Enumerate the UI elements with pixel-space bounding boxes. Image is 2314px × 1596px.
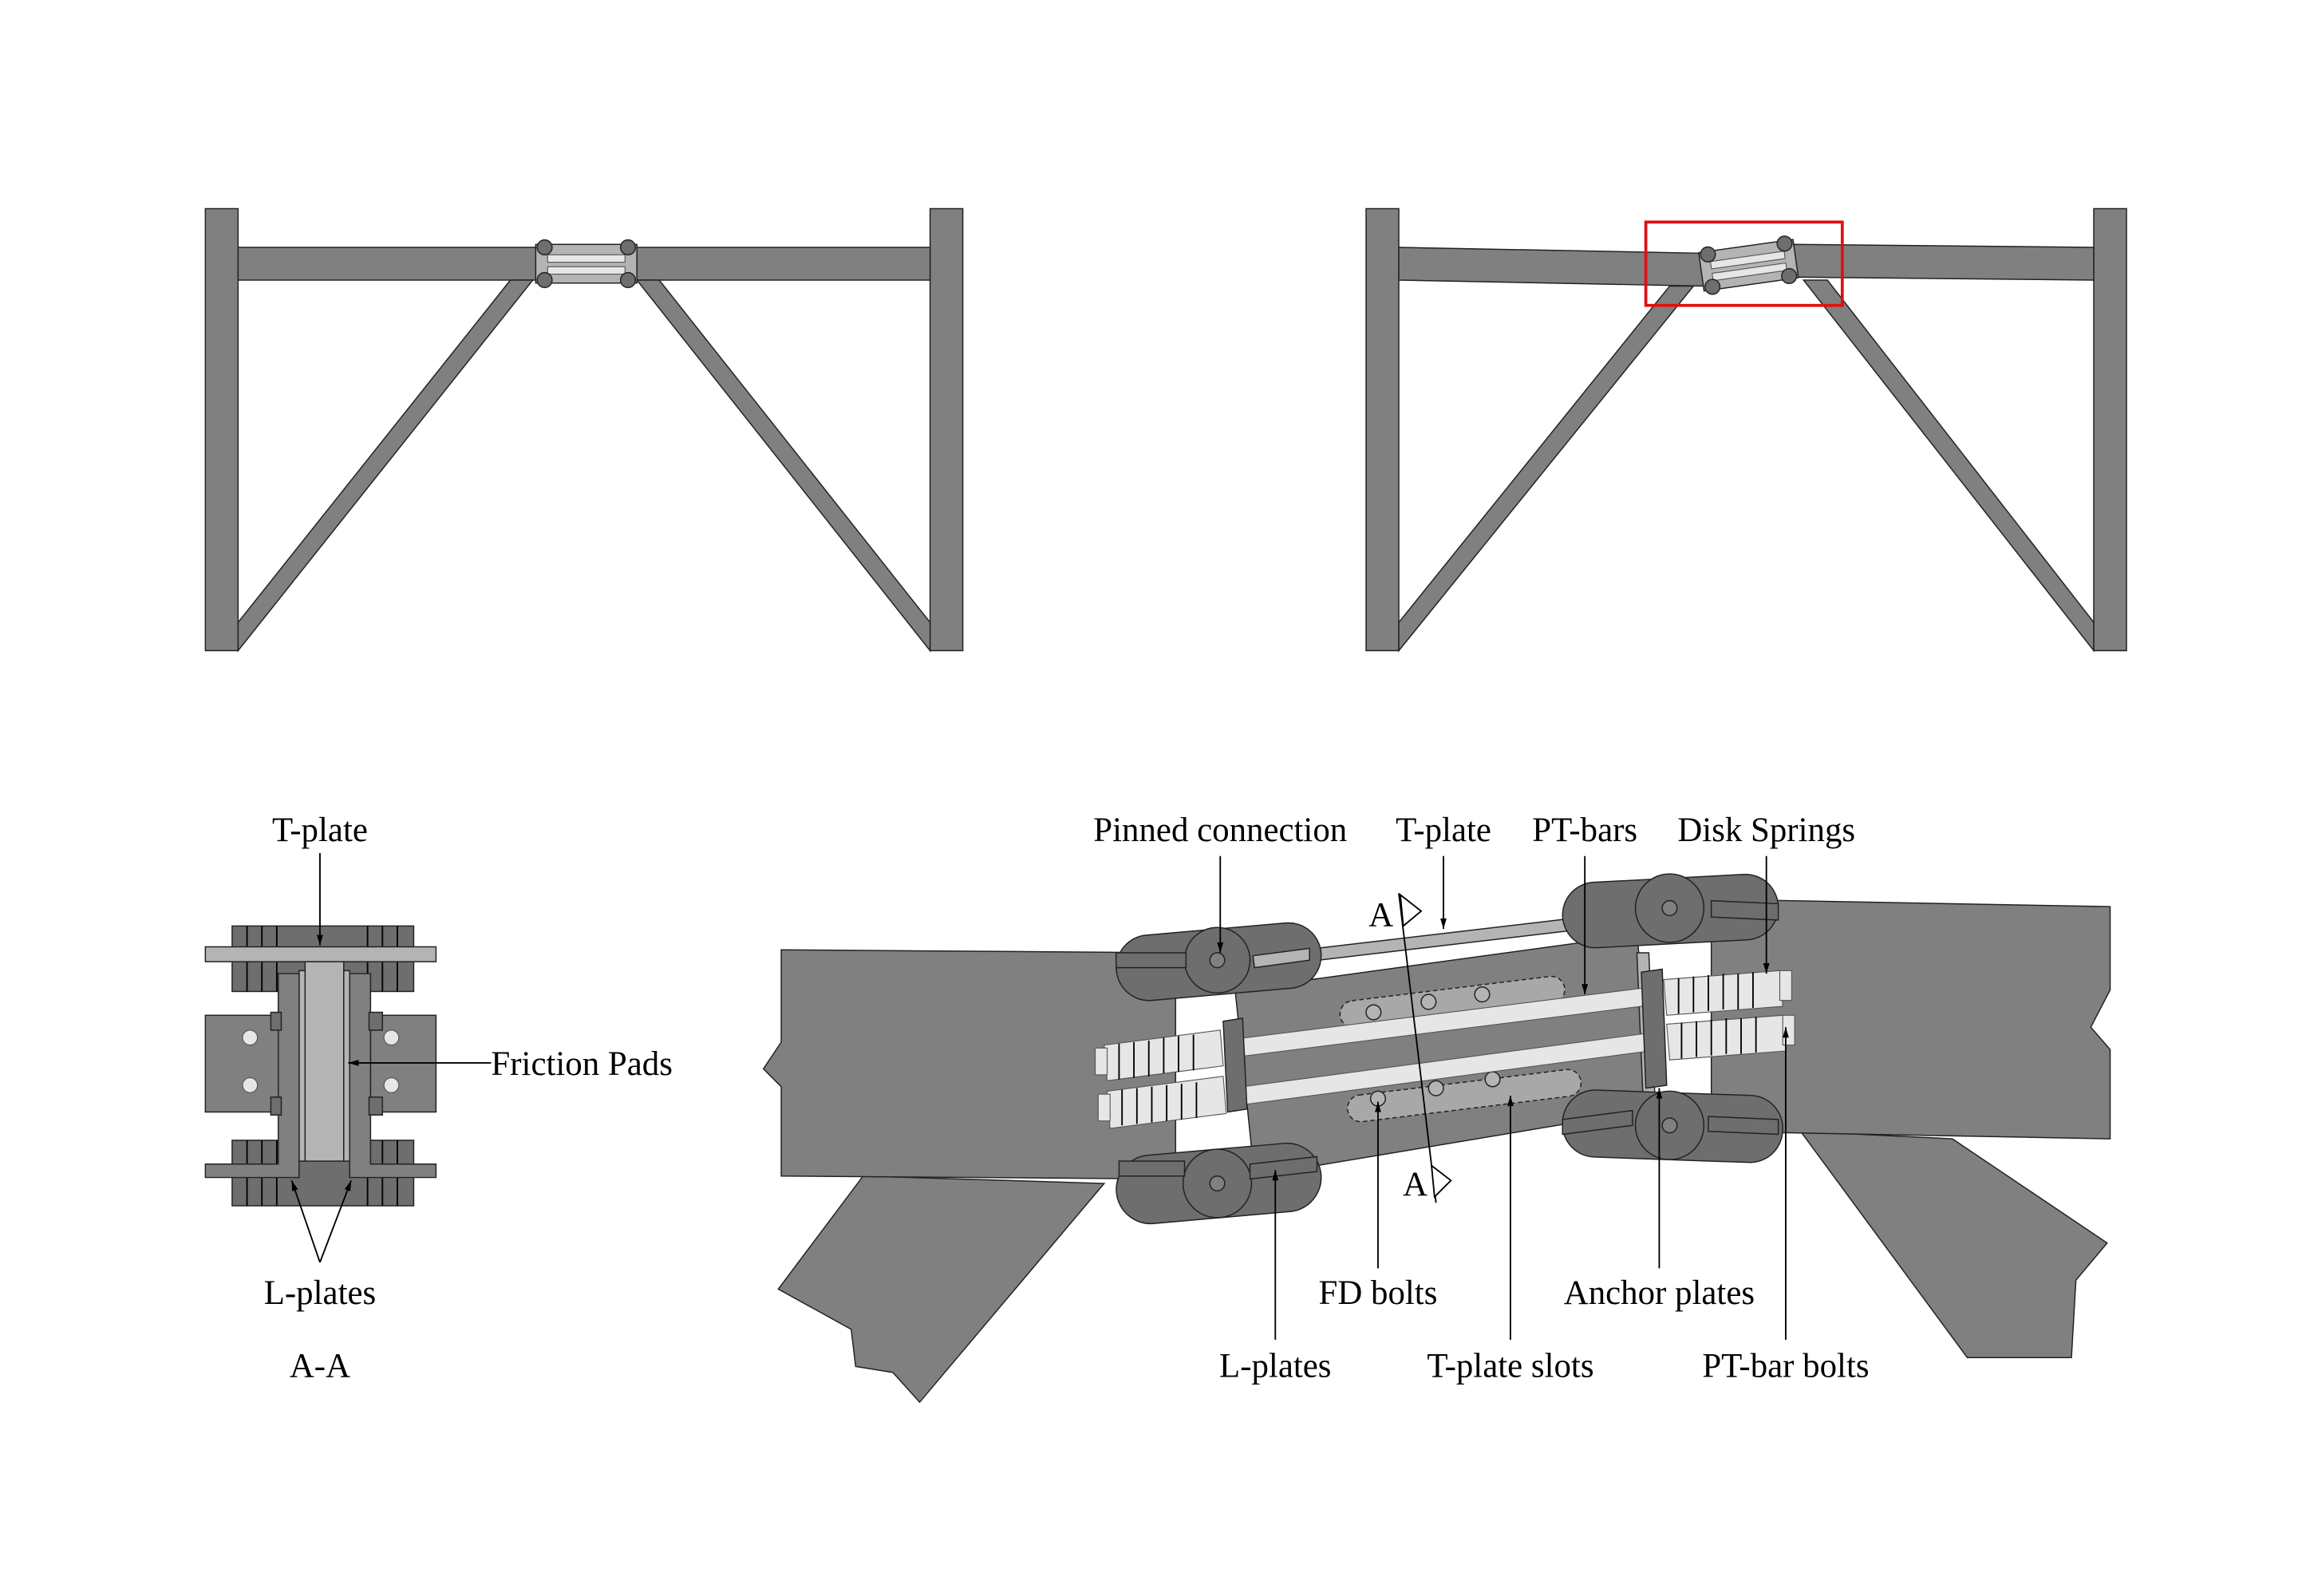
side-block-left [204,1014,281,1113]
left-brace [237,279,535,653]
section-title: A-A [290,1347,350,1385]
anchor-plate-right [1641,968,1668,1089]
label-pt-bars: PT-bars [1532,812,1637,849]
friction-pad-left [298,970,306,1162]
pinned-connection-lower-right [1562,1089,1783,1163]
bolt-hole [242,1029,259,1046]
pinned-connection-lower-left [1116,1142,1322,1225]
left-column [1365,207,1400,652]
label-anchor-plates: Anchor plates [1564,1274,1755,1312]
pinned-connection-upper-left [1115,922,1322,1001]
detail-highlight-box [1644,220,1844,307]
damper-device-small-deformed [1698,235,1799,295]
fd-bolt-nut [368,1011,384,1031]
friction-pad-right [343,970,351,1162]
section-arrow-bottom-icon [1430,1163,1452,1199]
bolt-hole [383,1029,400,1046]
frame-deformed [1365,207,2127,653]
label-friction-pads: Friction Pads [491,1045,672,1083]
fd-bolt-nut [270,1011,282,1031]
t-plate-slot-upper [1339,975,1566,1029]
pinned-connection-upper-right [1562,873,1779,949]
section-arrow-top-icon [1399,893,1423,928]
fd-bolt-nut [368,1096,384,1116]
detail-view: A A Pinned connection T-plate PT-bars Di… [762,812,2111,1404]
label-l-plates: L-plates [264,1274,376,1312]
section-marker-bottom: A [1403,1166,1427,1203]
right-brace [635,279,931,653]
left-column [204,207,239,652]
damper-device-small [535,239,638,289]
section-marker-top: A [1368,896,1393,934]
l-plate-right [349,973,437,1179]
bolt-hole [242,1077,259,1093]
label-t-plate-slots: T-plate slots [1427,1347,1593,1385]
section-a-a: T-plate Friction Pads L-plates A-A [204,812,673,1385]
right-brace [1802,279,2095,653]
anchor-plate-left [1222,1017,1248,1113]
fd-bolt-nut [270,1096,282,1116]
l-plate-left [204,973,300,1179]
right-column [929,207,964,652]
frame-undeformed [204,207,964,653]
t-plate-slot-lower [1347,1069,1582,1123]
beam-right-segment [1792,243,2095,281]
fd-bolts [1365,986,1501,1107]
right-column [2093,207,2127,652]
label-l-plates: L-plates [1219,1347,1331,1385]
t-plate-web [304,961,345,1162]
right-brace-stub [1799,1130,2108,1358]
label-pinned-connection: Pinned connection [1093,812,1347,849]
label-fd-bolts: FD bolts [1318,1274,1437,1312]
label-t-plate: T-plate [1396,812,1491,849]
bolt-hole [383,1077,400,1093]
label-disk-springs: Disk Springs [1677,812,1855,849]
pt-bar-bolts [1095,970,1795,1122]
t-plate-flange [204,946,437,962]
disk-springs [1104,970,1787,1129]
leader-l-plate-left [290,1179,321,1263]
section-cut-line-a: A A [1368,893,1452,1203]
leader-l-plate-right [319,1179,352,1263]
label-t-plate: T-plate [272,812,368,849]
left-brace [1398,285,1695,653]
left-brace-stub [777,1175,1106,1404]
beam-left-segment [1398,247,1705,287]
label-pt-bar-bolts: PT-bar bolts [1702,1347,1869,1385]
